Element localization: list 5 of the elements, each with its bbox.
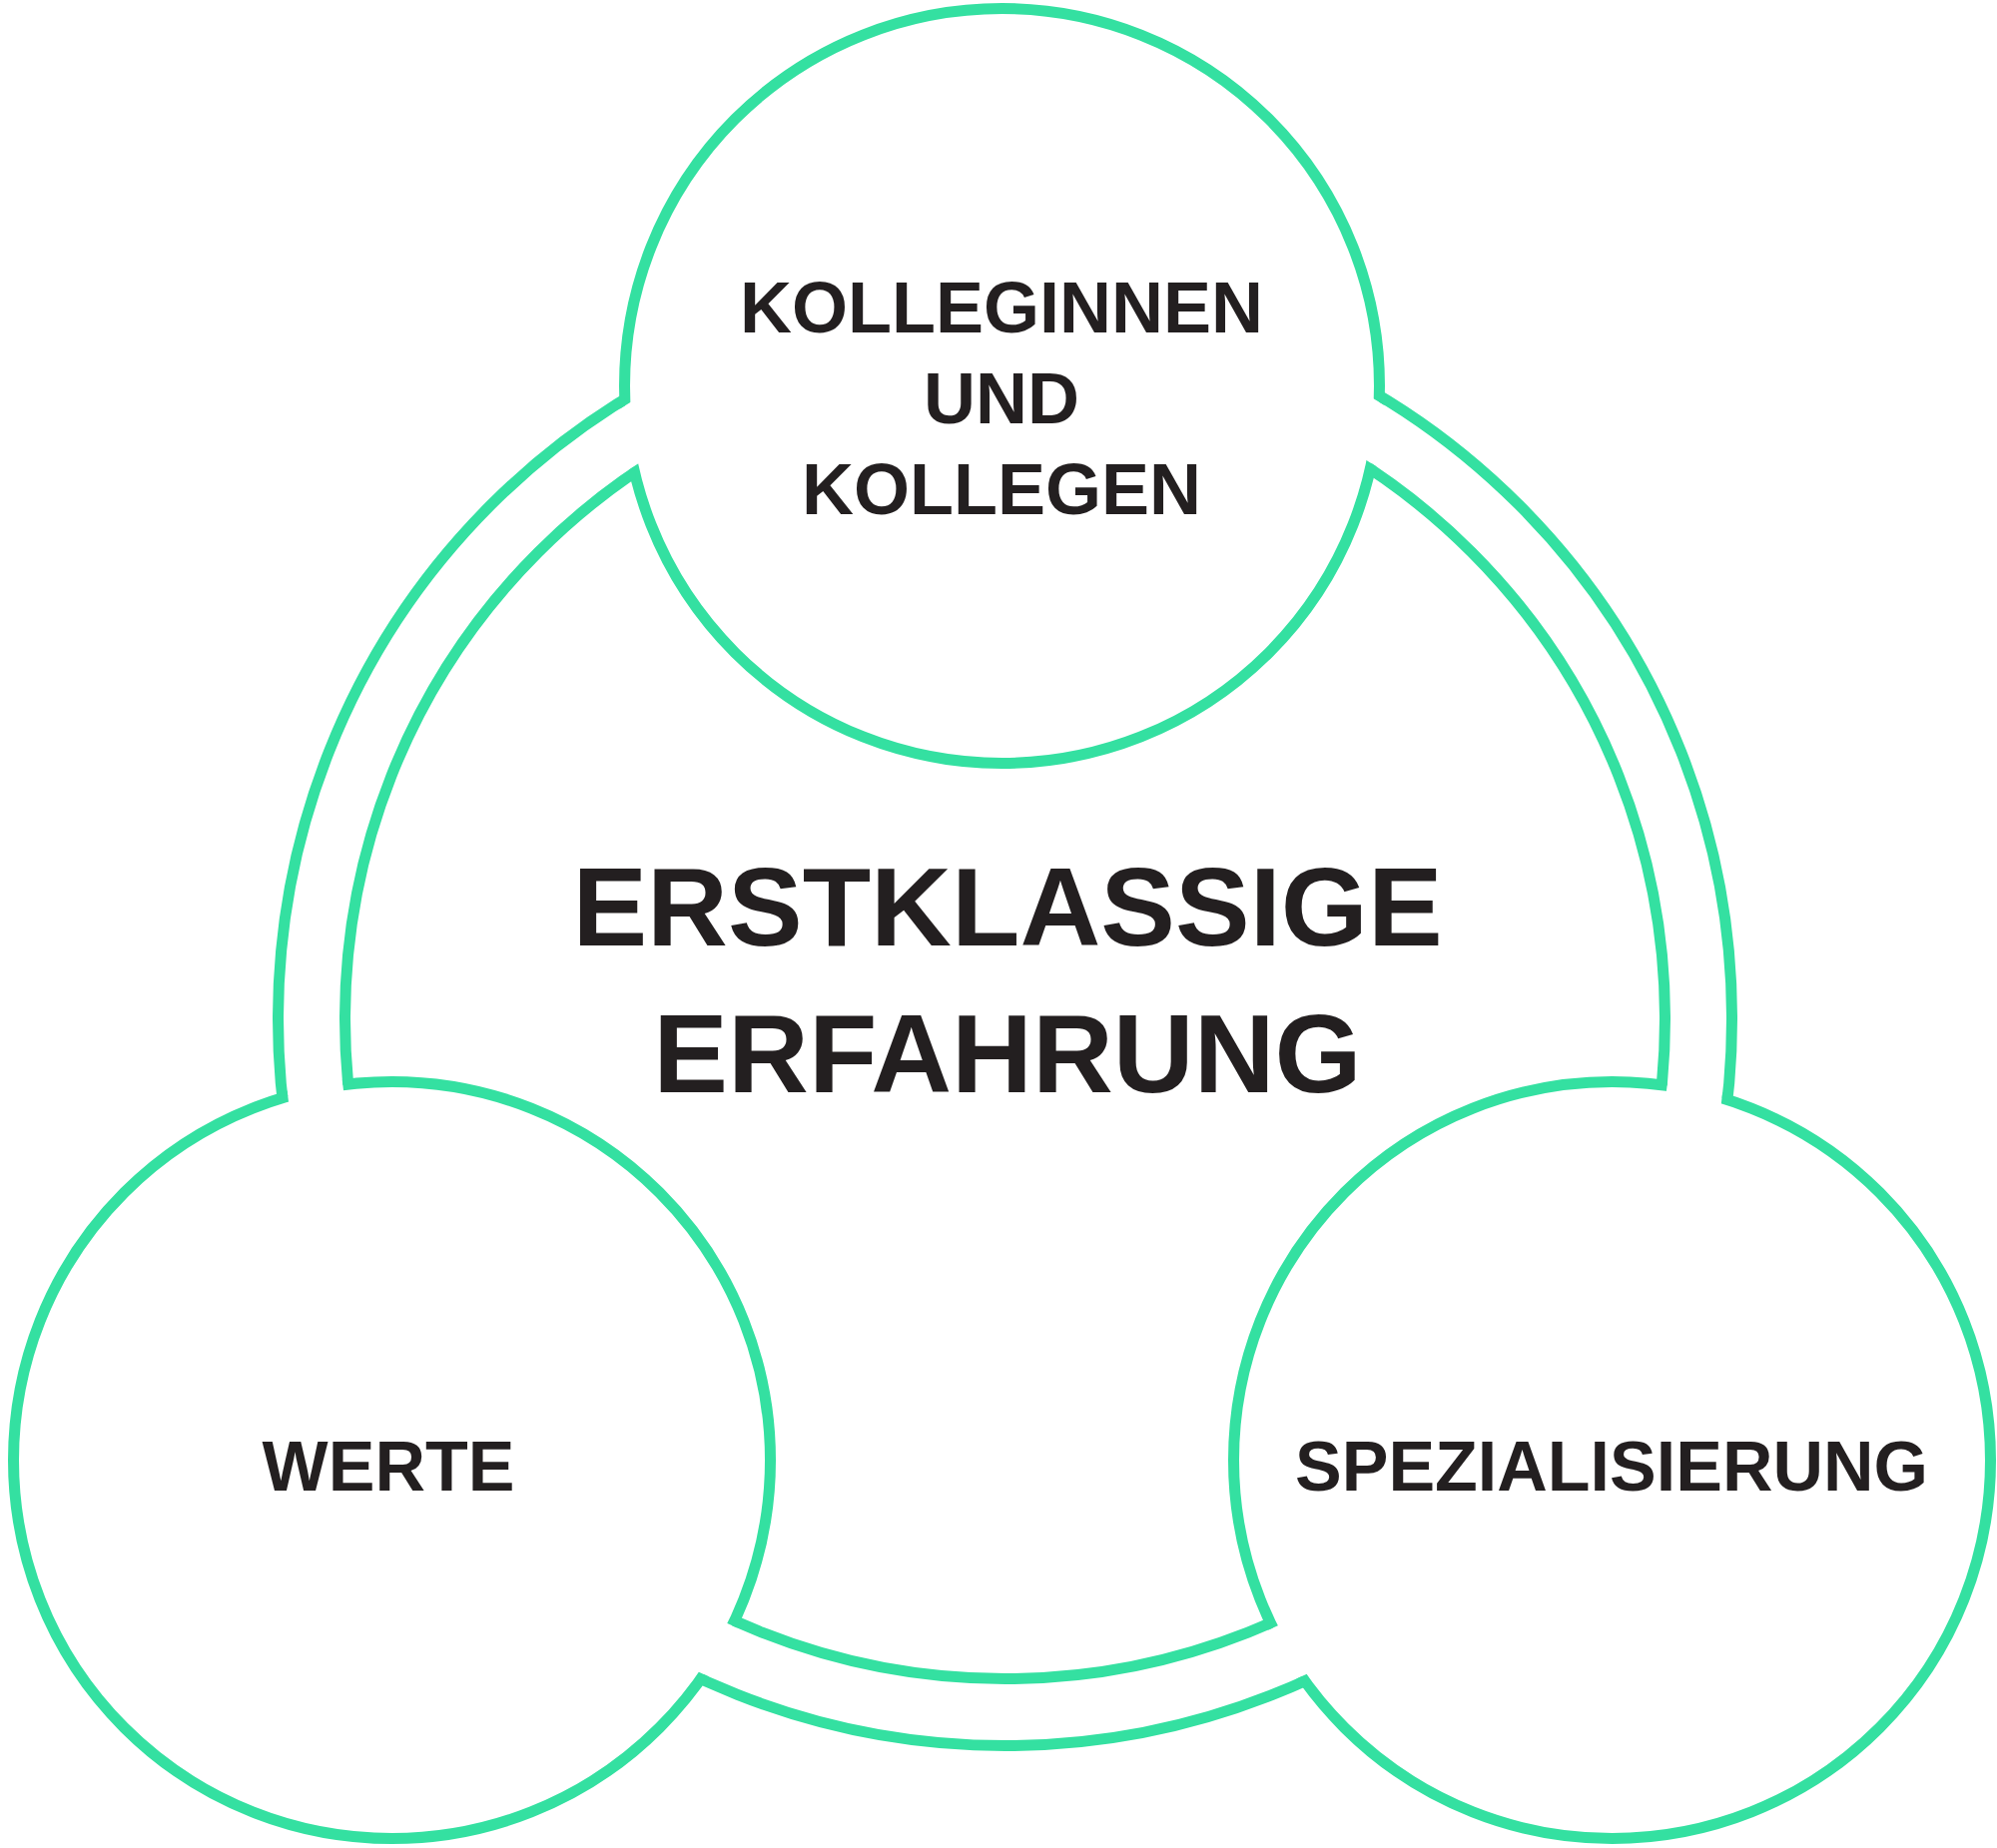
circle-node: [618, 2, 1385, 769]
center-label: ERSTKLASSIGE ERFAHRUNG: [572, 844, 1443, 1118]
circle-label: SPEZIALISIERUNG: [1295, 1426, 1928, 1508]
circle-label: KOLLEGINNEN UND KOLLEGEN: [740, 266, 1263, 531]
circle-label: WERTE: [262, 1426, 515, 1508]
